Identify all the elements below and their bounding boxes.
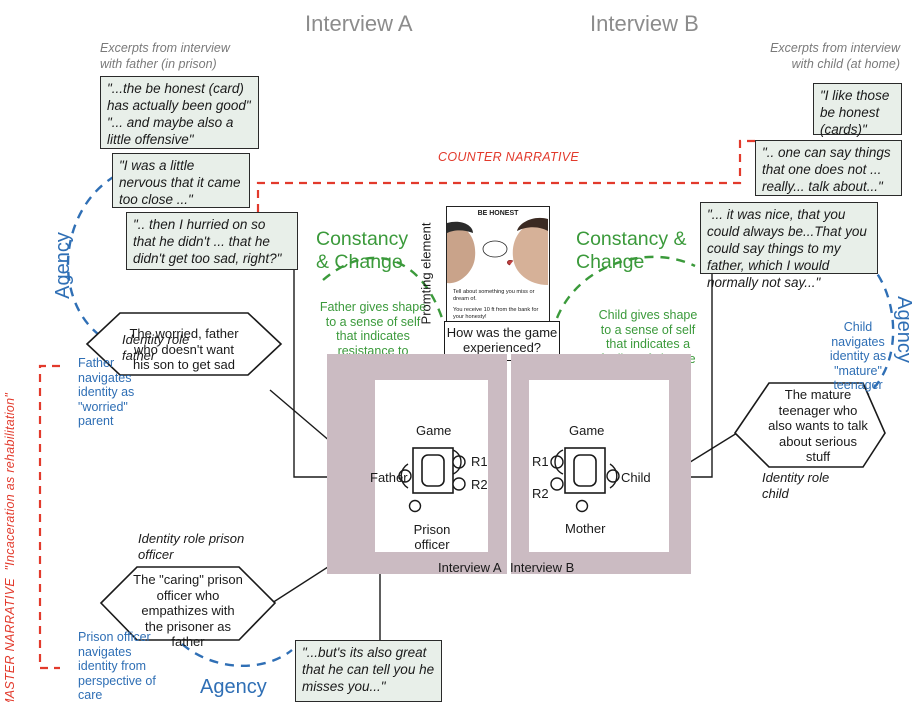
father-excerpts-caption-line1: Excerpts from interview (100, 41, 230, 55)
child-navigates-text: Child navigates identity as "mature" tee… (829, 320, 887, 392)
room-a-father-label: Father (370, 470, 408, 485)
card-illustration (447, 217, 548, 285)
room-a-officer-label: Prison officer (413, 522, 451, 552)
master-narrative-quote: "Incaceration as rehabilitation" (3, 392, 17, 571)
card-title: BE HONEST (477, 210, 519, 217)
child-quote-1: "I like those be honest (cards)" (813, 83, 902, 137)
master-narrative-bracket (38, 364, 60, 670)
child-excerpts-caption-line2: with child (at home) (791, 57, 900, 71)
room-label-b: Interview B (510, 560, 575, 575)
officer-navigates-text: Prison officer navigates identity from p… (78, 630, 156, 702)
constancy-arc-left (322, 256, 444, 319)
room-a-r1-label: R1 (471, 454, 488, 469)
child-quote-2: ".. one can say things that one does not… (755, 140, 902, 196)
child-excerpts-caption-line1: Excerpts from interview (770, 41, 900, 55)
prompt-vertical-label: Promting element (418, 222, 434, 325)
identity-role-father: Identity role father (122, 332, 190, 363)
agency-label-left: Agency (51, 232, 74, 299)
constancy-change-right: Constancy & Change (576, 228, 687, 273)
interview-b-layout (550, 447, 620, 513)
identity-role-child: Identity role child (762, 470, 830, 501)
officer-quote: "...but's its also great that he can tel… (295, 640, 442, 702)
room-b-game-label: Game (569, 423, 605, 438)
room-b-r2-label: R2 (532, 486, 549, 501)
constancy-change-left: Constancy & Change (316, 228, 409, 273)
header-interview-a: Interview A (305, 11, 413, 36)
father-quote-1: "...the be honest (card) has actually be… (100, 76, 259, 149)
child-identity-hexagon (733, 382, 886, 468)
room-b-r1-label: R1 (532, 454, 549, 469)
father-navigates-text: Father navigates identity as "worried" p… (78, 356, 135, 428)
officer-identity-hexagon (99, 566, 277, 641)
father-quote-3: ".. then I hurried on so that he didn't … (126, 212, 298, 270)
card-text-2: You receive 10 ft from the bank for your… (453, 307, 539, 320)
child-identity-text: The mature teenager who also wants to ta… (768, 387, 868, 464)
constancy-arc-right (555, 255, 696, 319)
room-b-child-label: Child (621, 470, 651, 485)
child-quote-3: "... it was nice, that you could always … (700, 202, 878, 290)
master-narrative-title: MASTER NARRATIVE (3, 578, 17, 702)
interview-a-layout (398, 447, 466, 513)
master-narrative-label: MASTER NARRATIVE "Incaceration as rehabi… (3, 389, 17, 702)
officer-identity-text: The "caring" prison officer who empathiz… (133, 572, 243, 649)
father-excerpts-caption-line2: with father (in prison) (100, 57, 217, 71)
room-label-a: Interview A (438, 560, 502, 575)
father-identity-hexagon (85, 312, 283, 376)
be-honest-card: BE HONEST Tell about something you miss … (446, 206, 550, 342)
counter-narrative-bracket (256, 139, 755, 212)
agency-label-bottom: Agency (200, 676, 267, 698)
room-a-r2-label: R2 (471, 477, 488, 492)
room-a-game-label: Game (416, 423, 452, 438)
header-interview-b: Interview B (590, 11, 699, 36)
father-quote-2: "I was a little nervous that it came too… (112, 153, 250, 208)
identity-role-officer: Identity role prison officer (138, 531, 245, 562)
counter-narrative-label: COUNTER NARRATIVE (438, 150, 579, 164)
father-identity-text: The worried, father who doesn't want his… (129, 326, 239, 372)
card-text-1: Tell about something you miss or dream o… (453, 289, 535, 302)
room-b-mother-label: Mother (565, 521, 606, 536)
